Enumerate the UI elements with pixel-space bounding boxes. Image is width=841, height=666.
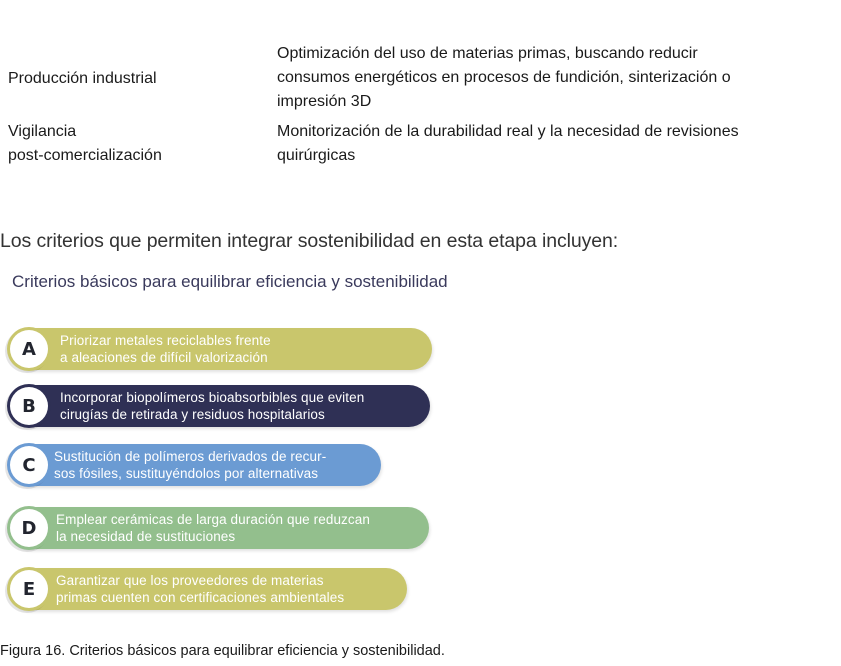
intro-paragraph: Los criterios que permiten integrar sost…	[0, 230, 619, 252]
description-line: quirúrgicas	[277, 147, 356, 164]
criterion-d: D Emplear cerámicas de larga duración qu…	[10, 507, 429, 549]
criterion-line: primas cuenten con certificaciones ambie…	[56, 590, 345, 605]
criterion-line: Garantizar que los proveedores de materi…	[56, 573, 324, 588]
criterion-b: B Incorporar biopolímeros bioabsorbibles…	[10, 385, 430, 427]
criterion-e: E Garantizar que los proveedores de mate…	[10, 568, 407, 610]
stage-cell: Vigilancia post-comercialización	[8, 120, 162, 168]
criterion-line: a aleaciones de difícil valorización	[60, 350, 268, 365]
table-row: Producción industrial Optimización del u…	[0, 42, 841, 114]
description-cell: Optimización del uso de materias primas,…	[277, 42, 837, 114]
criterion-text: Garantizar que los proveedores de materi…	[56, 572, 344, 606]
criterion-line: cirugías de retirada y residuos hospital…	[60, 407, 325, 422]
criterion-text: Priorizar metales reciclables frente a a…	[60, 332, 271, 366]
criterion-line: Incorporar biopolímeros bioabsorbibles q…	[60, 390, 365, 405]
figure-title: Criterios básicos para equilibrar eficie…	[12, 272, 448, 291]
criterion-line: sos fósiles, sustituyéndolos por alterna…	[54, 466, 319, 481]
letter-badge-d: D	[10, 509, 48, 547]
criterion-c: C Sustitución de polímeros derivados de …	[10, 444, 381, 486]
figure-caption: Figura 16. Criterios básicos para equili…	[0, 643, 445, 659]
stage-label: post-comercialización	[8, 147, 162, 164]
description-line: Optimización del uso de materias primas,…	[277, 45, 698, 62]
criterion-text: Emplear cerámicas de larga duración que …	[56, 511, 370, 545]
letter-badge-e: E	[10, 570, 48, 608]
letter-badge-a: A	[10, 330, 48, 368]
description-line: Monitorización de la durabilidad real y …	[277, 123, 739, 140]
criterion-line: la necesidad de sustituciones	[56, 529, 236, 544]
stage-label: Vigilancia	[8, 123, 77, 140]
stage-cell: Producción industrial	[8, 67, 157, 91]
letter-badge-c: C	[10, 446, 48, 484]
criterion-text: Sustitución de polímeros derivados de re…	[54, 448, 326, 482]
stage-label: Producción industrial	[8, 70, 157, 87]
criterion-line: Emplear cerámicas de larga duración que …	[56, 512, 370, 527]
description-cell: Monitorización de la durabilidad real y …	[277, 120, 837, 168]
description-line: impresión 3D	[277, 93, 372, 110]
letter-badge-b: B	[10, 387, 48, 425]
criterion-text: Incorporar biopolímeros bioabsorbibles q…	[60, 389, 364, 423]
criterion-line: Priorizar metales reciclables frente	[60, 333, 271, 348]
criterion-line: Sustitución de polímeros derivados de re…	[54, 449, 327, 464]
table-row: Vigilancia post-comercialización Monitor…	[0, 120, 841, 168]
description-line: consumos energéticos en procesos de fund…	[277, 69, 731, 86]
criterion-a: A Priorizar metales reciclables frente a…	[10, 328, 432, 370]
